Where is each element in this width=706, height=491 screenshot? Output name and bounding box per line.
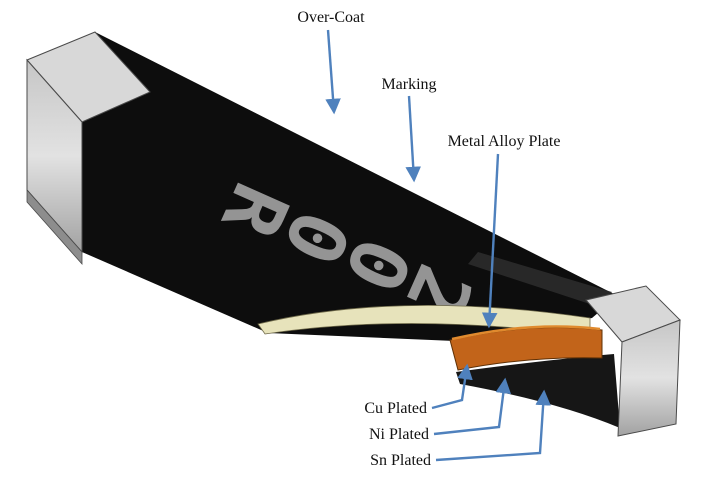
marking-arrow [405,95,421,183]
cu-plated-label: Cu Plated [364,400,427,417]
sn-plated-arrow [435,389,551,462]
overcoat-label: Over-Coat [297,9,365,26]
ni-plated-arrow [433,377,512,436]
right-termination-front [617,319,681,437]
alloy-top-highlight [451,325,601,341]
ni-plated-label: Ni Plated [369,426,429,443]
left-termination-bottom [26,188,83,266]
overcoat-arrow [325,29,341,115]
metal-alloy-plate-label: Metal Alloy Plate [448,133,561,150]
cu-plated-arrow [431,363,473,410]
sn-plated-label: Sn Plated [370,452,431,469]
metal-alloy-plate-arrow [481,153,500,329]
marking-label: Marking [381,76,436,93]
overcoat-sheen [468,252,612,306]
